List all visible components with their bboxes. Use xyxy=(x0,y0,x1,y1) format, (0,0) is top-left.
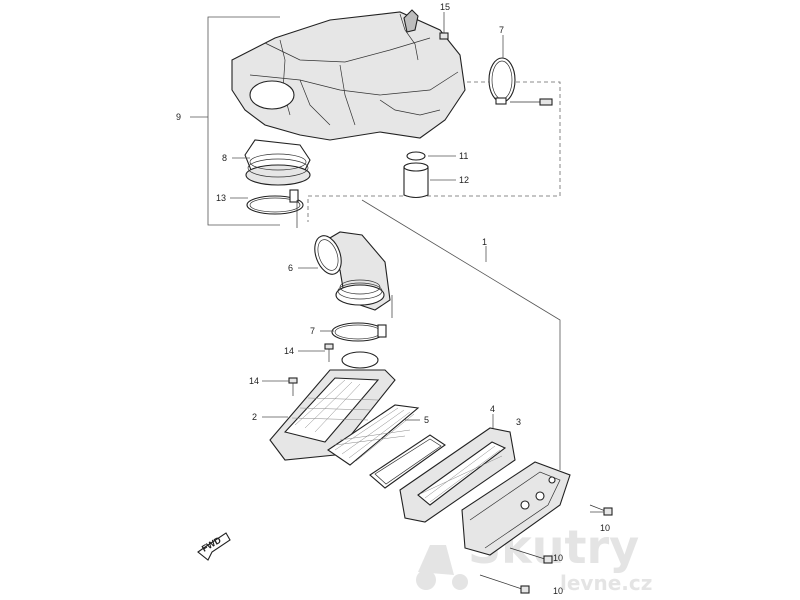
callout-7-top: 7 xyxy=(499,25,504,35)
watermark: Skutry levne.cz xyxy=(416,520,652,595)
screw-15 xyxy=(439,20,449,40)
screws-14 xyxy=(288,343,334,396)
assembly-brackets xyxy=(190,16,561,470)
callout-11: 11 xyxy=(459,151,468,161)
scooter-logo-icon xyxy=(416,545,468,590)
filter-case-2 xyxy=(269,351,396,461)
clamp-7-middle xyxy=(331,295,393,342)
intake-elbow xyxy=(314,231,391,311)
callout-14-lower: 14 xyxy=(249,376,259,386)
callout-3: 3 xyxy=(516,417,521,427)
inlet-tube xyxy=(244,139,311,186)
gasket xyxy=(369,434,446,489)
filter-element-4 xyxy=(399,427,516,523)
callout-10-bottom: 10 xyxy=(553,586,563,596)
bracket-9 xyxy=(207,16,280,226)
watermark-bottom: levne.cz xyxy=(560,571,652,595)
bracket-1 xyxy=(361,199,561,470)
dash-filter-box xyxy=(307,81,561,222)
clamp-7-top xyxy=(488,57,553,106)
filter-element-5 xyxy=(327,404,420,466)
screws-10 xyxy=(479,504,613,594)
callouts: 15 7 9 8 11 12 13 1 6 7 14 14 2 5 4 3 10… xyxy=(176,2,610,596)
drain-tube-12 xyxy=(403,162,429,199)
filter-cover-3 xyxy=(461,461,571,556)
fwd-arrow: FWD xyxy=(197,532,231,561)
callout-5: 5 xyxy=(424,415,429,425)
callout-leaders xyxy=(230,12,604,513)
clamp-13 xyxy=(246,189,304,228)
airbox-housing xyxy=(231,9,466,141)
callout-1: 1 xyxy=(482,237,487,247)
callout-14-upper: 14 xyxy=(284,346,294,356)
callout-2: 2 xyxy=(252,412,257,422)
callout-13: 13 xyxy=(216,193,226,203)
callout-9: 9 xyxy=(176,112,181,122)
oring-11 xyxy=(406,151,426,161)
callout-4: 4 xyxy=(490,404,495,414)
callout-6: 6 xyxy=(288,263,293,273)
callout-10-middle: 10 xyxy=(553,553,563,563)
callout-7-middle: 7 xyxy=(310,326,315,336)
callout-12: 12 xyxy=(459,175,469,185)
callout-8: 8 xyxy=(222,153,227,163)
callout-15: 15 xyxy=(440,2,450,12)
callout-10-right: 10 xyxy=(600,523,610,533)
